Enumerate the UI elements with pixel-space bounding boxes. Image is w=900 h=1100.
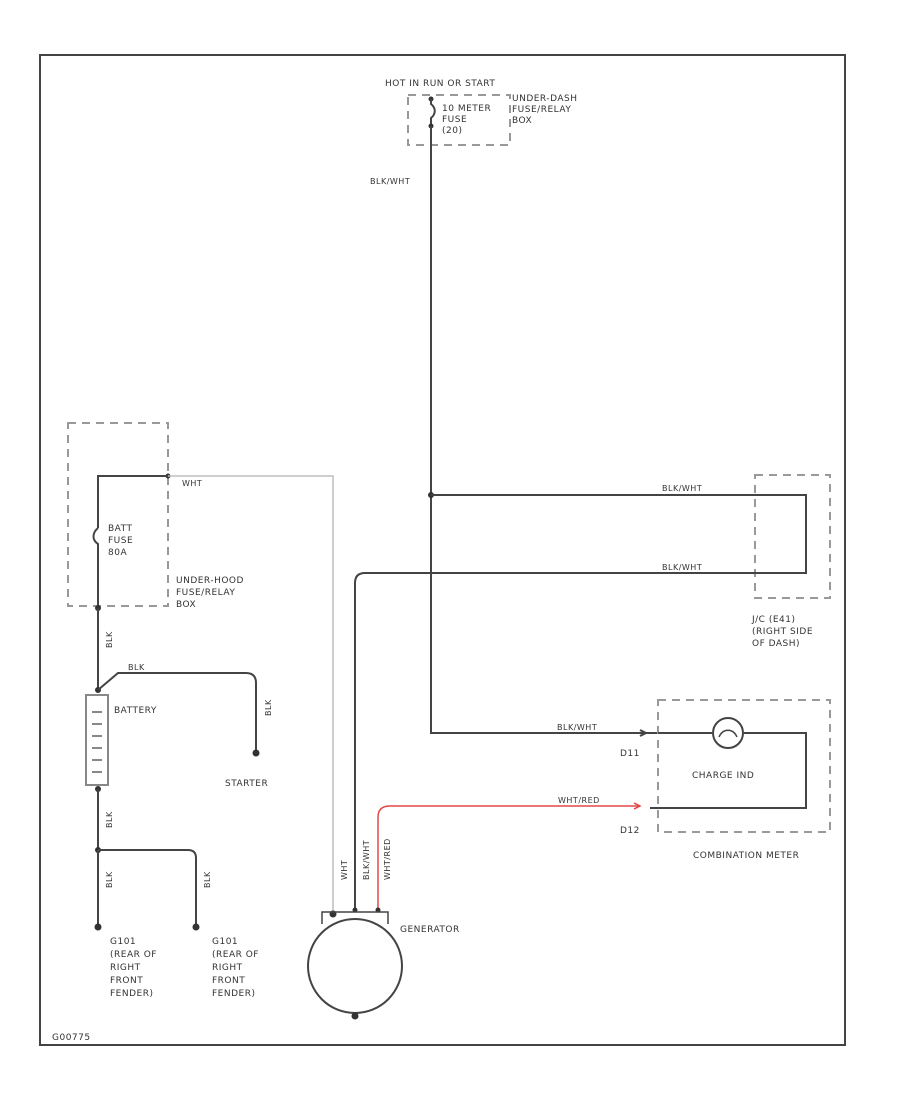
blk-wht-main-wire [430, 126, 658, 734]
blk-wht-jc-wire-label-1: BLK/WHT [662, 484, 702, 493]
meter-fuse-rating: (20) [442, 126, 462, 136]
ground1-label-3: RIGHT [110, 963, 141, 973]
ground2-label-4: FRONT [212, 976, 245, 986]
generator-ground-dot [351, 1012, 359, 1020]
batt-fuse-symbol [92, 527, 99, 608]
ground1-label: G101 [110, 937, 136, 947]
pin-top-label: D11 [620, 749, 640, 759]
jc-internal-link [748, 494, 807, 574]
lamp-filament-icon [718, 729, 738, 738]
under-dash-box-label-2: FUSE/RELAY [512, 105, 571, 115]
under-dash-fuse-box-outline [407, 94, 511, 146]
blk-battery-bottom-wire-label: BLK [105, 811, 114, 828]
jc-label: J/C (E41) [751, 615, 796, 625]
blk-battery-top-wire-label: BLK [105, 631, 114, 648]
starter-label: STARTER [225, 779, 268, 789]
blk-wht-meter-wire-label: BLK/WHT [557, 723, 597, 732]
ground1-label-4: FRONT [110, 976, 143, 986]
meter-connector-bottom [633, 802, 642, 810]
hot-source-label: HOT IN RUN OR START [385, 79, 495, 89]
jc-outline [754, 474, 831, 599]
under-hood-box-label: UNDER-HOOD [176, 576, 244, 586]
charge-ind-label: CHARGE IND [692, 771, 754, 781]
ground1-label-5: FENDER) [110, 989, 153, 999]
battery-cells-icon [92, 711, 102, 773]
batt-fuse-label-2: FUSE [108, 536, 133, 546]
jc-label-3: OF DASH) [752, 639, 800, 649]
combination-meter-outline [657, 699, 831, 833]
ground-2-terminal-dot [192, 923, 200, 931]
ground2-label-3: RIGHT [212, 963, 243, 973]
generator-label: GENERATOR [400, 925, 460, 935]
wht-red-wire [377, 805, 640, 912]
blk-starter-vertical-label: BLK [264, 699, 273, 716]
under-dash-box-label: UNDER-DASH [512, 94, 577, 104]
figure-id: G00775 [52, 1033, 91, 1043]
blk-ground2-wire-label: BLK [203, 871, 212, 888]
under-hood-box-label-2: FUSE/RELAY [176, 588, 235, 598]
charge-indicator-lamp-icon [712, 717, 744, 749]
wht-gen-wire-label: WHT [340, 860, 349, 880]
starter-terminal-dot [252, 749, 260, 757]
blk-starter-out-label: BLK [128, 663, 145, 672]
batt-fuse-label: BATT [108, 524, 132, 534]
ground2-label: G101 [212, 937, 238, 947]
ground2-label-2: (REAR OF [212, 950, 259, 960]
pin-bottom-label: D12 [620, 826, 640, 836]
batt-fuse-feed-wire [97, 475, 168, 528]
meter-fuse-symbol [430, 99, 436, 124]
charge-lamp-circuit [650, 732, 807, 809]
battery-label: BATTERY [114, 706, 157, 716]
diagram-border [39, 54, 846, 1046]
jc-label-2: (RIGHT SIDE [752, 627, 813, 637]
blk-wht-to-jc-wire-2 [354, 572, 748, 912]
wht-red-gen-wire-label: WHT/RED [383, 838, 392, 880]
combination-meter-label: COMBINATION METER [693, 851, 799, 861]
ground-wire-2 [98, 849, 197, 926]
blk-ground1-wire-label: BLK [105, 871, 114, 888]
wht-hood-wire-label: WHT [182, 479, 202, 488]
meter-connector-top [639, 729, 649, 737]
under-dash-box-label-3: BOX [512, 116, 532, 126]
ground2-label-5: FENDER) [212, 989, 255, 999]
blk-wht-gen-wire-label: BLK/WHT [362, 840, 371, 880]
battery-to-starter-wire [97, 672, 257, 752]
blk-wht-top-wire-label: BLK/WHT [370, 177, 410, 186]
wht-hood-wire [168, 475, 334, 912]
wht-red-meter-wire-label: WHT/RED [558, 796, 600, 805]
meter-fuse-label: 10 METER [442, 104, 491, 114]
ground-1-terminal-dot [94, 923, 102, 931]
ground1-label-2: (REAR OF [110, 950, 157, 960]
generator-icon [307, 918, 403, 1014]
batt-fuse-rating: 80A [108, 548, 127, 558]
battery-icon [85, 694, 109, 786]
meter-fuse-label-2: FUSE [442, 115, 467, 125]
under-hood-fuse-box-outline [67, 422, 169, 607]
under-hood-box-label-3: BOX [176, 600, 196, 610]
generator-connector-icon [321, 911, 389, 924]
blk-wht-jc-wire-label-2: BLK/WHT [662, 563, 702, 572]
